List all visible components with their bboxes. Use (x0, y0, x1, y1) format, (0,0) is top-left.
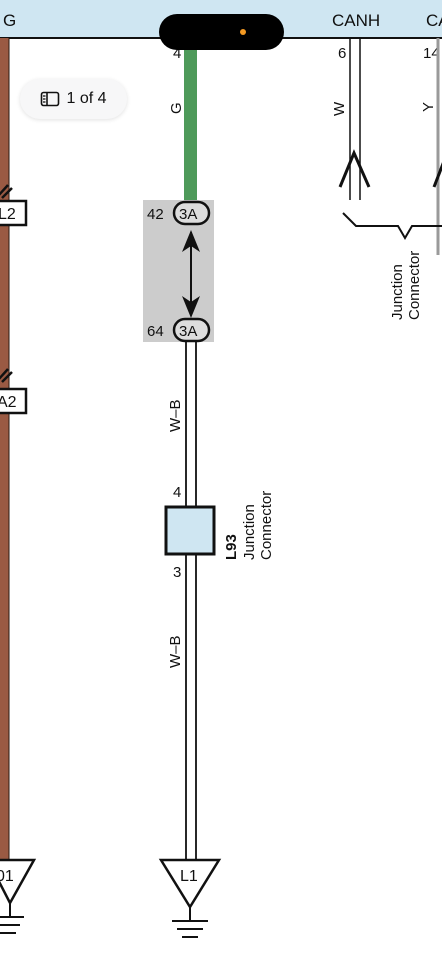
right-wire-w-arrow (338, 149, 371, 188)
page-indicator-text: 1 of 4 (66, 90, 107, 107)
right-junction-bracket (342, 212, 442, 240)
right-junction-name-2: Connector (406, 251, 423, 320)
left-ground-triangle (0, 858, 37, 906)
center-color-g: G (168, 102, 185, 114)
junction-pin-4: 4 (173, 484, 181, 501)
camera-pill (159, 14, 284, 50)
document-pages-icon (41, 91, 60, 107)
junction-pin-3: 3 (173, 564, 181, 581)
top-signal-g: G (3, 11, 16, 30)
right-color-y: Y (420, 102, 437, 112)
junction-l93-name-2: Connector (258, 491, 275, 560)
page-indicator[interactable]: 1 of 4 (20, 79, 127, 119)
left-connector-l2-label: L2 (0, 206, 16, 223)
left-connector-a2-arrow (0, 368, 13, 383)
top-signal-canh: CANH (332, 11, 380, 30)
center-wire-green (184, 38, 197, 206)
center-ground-triangle (158, 858, 222, 910)
center-ground-label: L1 (180, 868, 198, 885)
right-wire-y-arrow (432, 162, 442, 188)
top-signal-canl: CA (426, 11, 442, 30)
inline-pin-64: 64 (147, 323, 164, 340)
center-color-wb-2: W–B (167, 635, 184, 668)
inline-pin-42: 42 (147, 206, 164, 223)
inline-connector-top-label: 3A (179, 206, 197, 223)
inline-connector-bottom-label: 3A (179, 323, 197, 340)
right-pin-6: 6 (338, 45, 346, 62)
right-junction-name-1: Junction (389, 264, 406, 320)
right-pin-14: 14 (423, 45, 440, 62)
junction-l93-name-1: Junction (241, 504, 258, 560)
right-color-w: W (331, 101, 348, 116)
inline-connector-bottom-oval (172, 317, 211, 343)
junction-l93-box (164, 505, 216, 556)
inline-connector-top-oval (172, 200, 211, 226)
left-wire-brown (0, 38, 9, 860)
inline-arrow-up-icon (182, 230, 200, 252)
inline-arrow-down-icon (182, 296, 200, 318)
center-color-wb-1: W–B (167, 399, 184, 432)
left-connector-l2-box (0, 199, 28, 227)
left-connector-a2-box (0, 387, 28, 415)
left-connector-a2-label: A2 (0, 394, 17, 411)
center-pin-top: 4 (173, 45, 181, 62)
left-ground-label: 01 (0, 868, 14, 885)
camera-indicator-dot (240, 29, 246, 35)
left-connector-l2-arrow (0, 184, 13, 199)
junction-l93-id: L93 (223, 534, 240, 560)
